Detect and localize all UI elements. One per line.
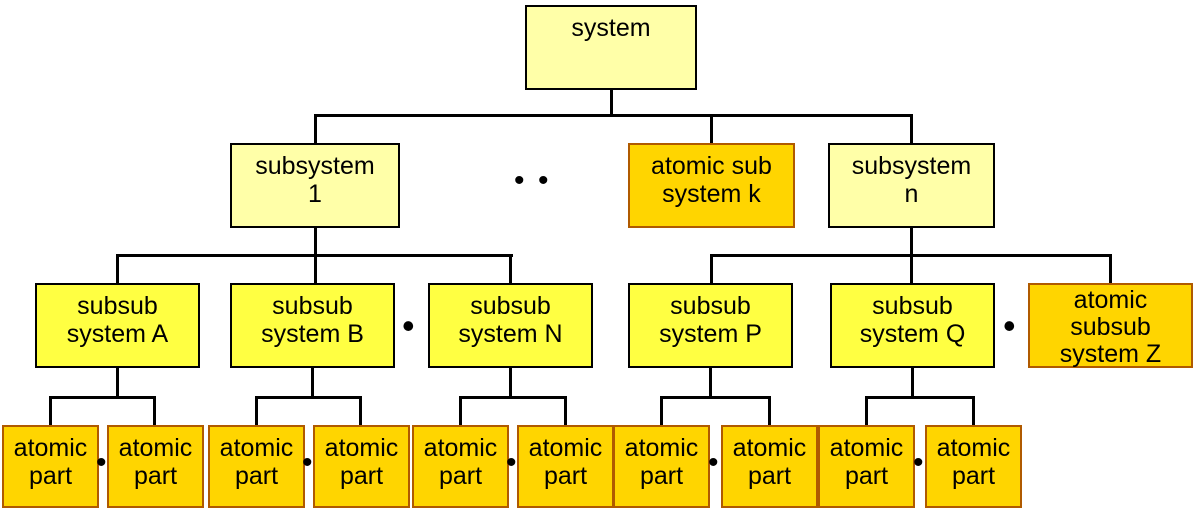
connector-line	[459, 396, 567, 399]
connector-line	[314, 114, 317, 143]
ellipsis-dot: •	[913, 446, 924, 479]
connector-line	[314, 114, 913, 117]
connector-line	[768, 396, 771, 425]
connector-line	[660, 396, 771, 399]
connector-line	[610, 90, 613, 117]
node-subsub-system-b: subsub system B	[230, 283, 395, 368]
node-atomic-part: atomic part	[925, 425, 1022, 508]
ellipsis-dot: •	[506, 446, 517, 479]
node-atomic-subsub-system-z: atomic subsub system Z	[1028, 283, 1193, 368]
node-subsub-system-q: subsub system Q	[830, 283, 995, 368]
node-subsub-system-p: subsub system P	[628, 283, 793, 368]
connector-line	[660, 396, 663, 425]
node-system: system	[525, 5, 697, 90]
connector-line	[509, 368, 512, 398]
ellipsis-dot: •	[402, 305, 415, 346]
node-atomic-part: atomic part	[107, 425, 204, 508]
connector-line	[255, 396, 362, 399]
ellipsis-dot: •	[708, 446, 719, 479]
connector-line	[311, 368, 314, 398]
connector-line	[116, 254, 119, 283]
connector-line	[910, 114, 913, 143]
node-atomic-part: atomic part	[412, 425, 509, 508]
connector-line	[459, 396, 462, 425]
ellipsis-dot: •	[96, 446, 107, 479]
connector-line	[116, 368, 119, 398]
ellipsis-dot: •	[514, 164, 525, 197]
ellipsis-dot: •	[1003, 305, 1016, 346]
connector-line	[1109, 254, 1112, 283]
node-subsub-system-a: subsub system A	[35, 283, 200, 368]
connector-line	[972, 396, 975, 425]
connector-line	[509, 254, 512, 283]
node-atomic-part: atomic part	[208, 425, 305, 508]
ellipsis-dot: •	[538, 164, 549, 197]
connector-line	[359, 396, 362, 425]
node-atomic-part: atomic part	[2, 425, 99, 508]
connector-line	[255, 396, 258, 425]
node-atomic-part: atomic part	[517, 425, 614, 508]
node-atomic-sub-system-k: atomic sub system k	[628, 143, 795, 228]
node-atomic-part: atomic part	[818, 425, 915, 508]
node-subsub-system-n: subsub system N	[428, 283, 593, 368]
connector-line	[865, 396, 868, 425]
connector-line	[865, 396, 975, 399]
connector-line	[710, 114, 713, 143]
connector-line	[709, 368, 712, 398]
connector-line	[710, 254, 1112, 257]
connector-line	[911, 368, 914, 398]
node-subsystem-n: subsystem n	[828, 143, 995, 228]
connector-line	[564, 396, 567, 425]
connector-line	[710, 254, 713, 283]
node-subsystem-1: subsystem 1	[230, 143, 400, 228]
connector-line	[49, 396, 52, 425]
ellipsis-dot: •	[302, 446, 313, 479]
connector-line	[49, 396, 156, 399]
connector-line	[116, 254, 513, 257]
node-atomic-part: atomic part	[721, 425, 818, 508]
node-atomic-part: atomic part	[613, 425, 710, 508]
connector-line	[153, 396, 156, 425]
node-atomic-part: atomic part	[313, 425, 410, 508]
